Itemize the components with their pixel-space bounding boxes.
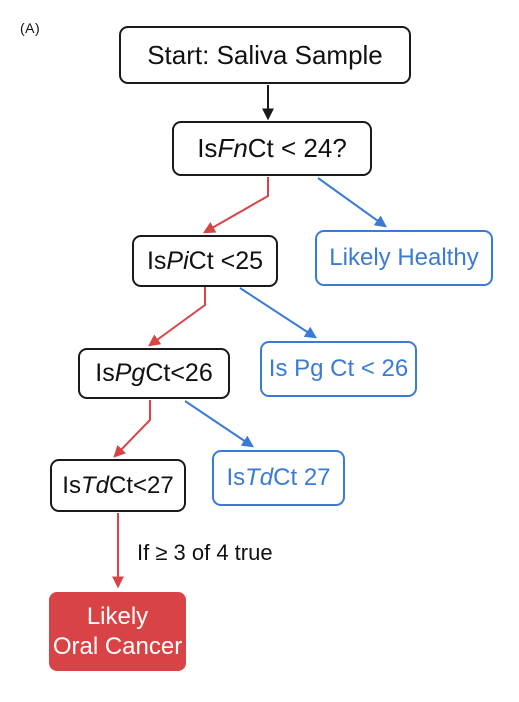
edge-pi-to-pg <box>148 287 206 347</box>
td-blue-label-italic: Td <box>245 464 274 491</box>
edge-fn-to-pi <box>202 177 269 234</box>
threshold-edge-label: If ≥ 3 of 4 true <box>137 540 273 565</box>
pi-label-italic: Pi <box>166 246 189 275</box>
td-label-pre: Is <box>62 471 81 499</box>
likely-oral-cancer-node: Likely Oral Cancer <box>49 592 186 671</box>
td-decision-node: Is Td Ct<27 <box>50 459 186 512</box>
pg-label-pre: Is <box>95 359 115 387</box>
td-blue-node: Is Td Ct 27 <box>212 450 345 506</box>
fn-label-pre: Is <box>197 133 218 163</box>
likely-oral-cancer-line2: Oral Cancer <box>52 632 183 660</box>
edge-fn-to-healthy <box>317 177 387 228</box>
pi-decision-node: Is Pi Ct <25 <box>132 235 278 287</box>
likely-healthy-label: Likely Healthy <box>329 244 479 271</box>
pg-blue-node: Is Pg Ct < 26 <box>260 341 417 397</box>
fn-label-italic: Fn <box>217 133 248 163</box>
edge-pi-to-pgblue <box>239 287 318 339</box>
start-node: Start: Saliva Sample <box>119 26 411 84</box>
pi-label-pre: Is <box>146 246 167 275</box>
likely-healthy-node: Likely Healthy <box>315 230 493 286</box>
td-blue-label-post: Ct 27 <box>273 464 331 491</box>
pg-decision-node: Is Pg Ct<26 <box>78 348 230 399</box>
panel-label: (A) <box>20 20 41 36</box>
td-label-italic: Td <box>80 471 109 499</box>
fn-decision-node: Is Fn Ct < 24? <box>172 121 372 176</box>
fn-label-post: Ct < 24? <box>247 133 347 163</box>
td-label-post: Ct<27 <box>108 471 174 499</box>
pg-label-italic: Pg <box>114 359 146 387</box>
likely-oral-cancer-line1: Likely <box>86 602 149 630</box>
pg-blue-label: Is Pg Ct < 26 <box>268 355 409 382</box>
start-node-label: Start: Saliva Sample <box>147 39 383 70</box>
td-blue-label-pre: Is <box>226 464 246 491</box>
pg-label-post: Ct<26 <box>145 359 213 387</box>
edge-pg-to-td <box>113 400 151 458</box>
edge-pg-to-tdblue <box>184 400 254 448</box>
pi-label-post: Ct <25 <box>188 246 264 275</box>
